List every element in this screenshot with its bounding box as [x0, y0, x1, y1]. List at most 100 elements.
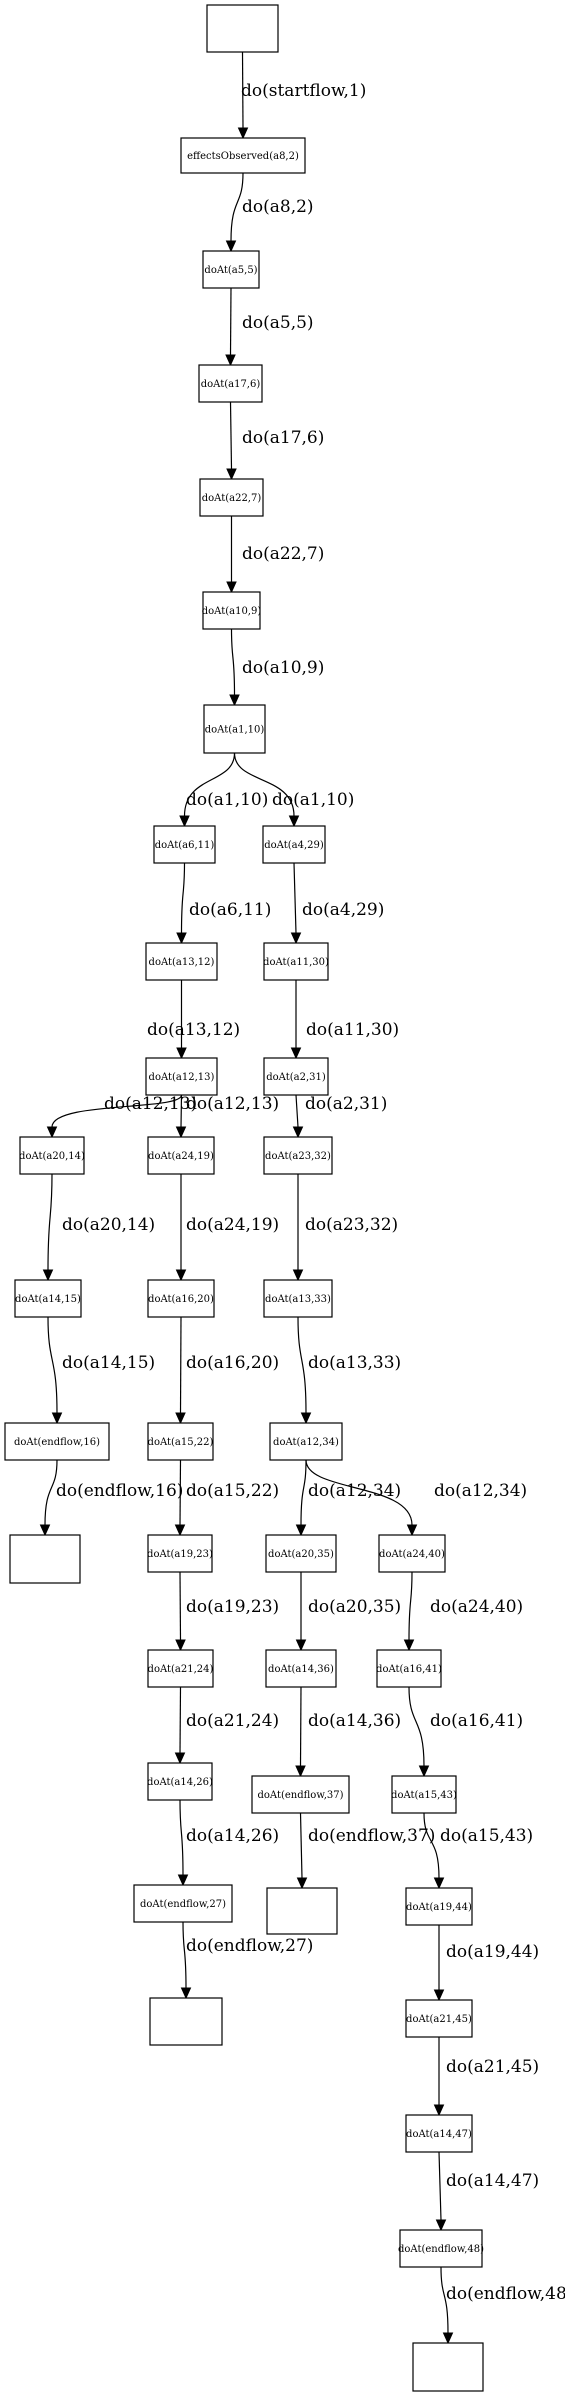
node: doAt(endflow,37) [251, 1775, 350, 1814]
edge-line [182, 1921, 187, 1989]
edge: do(a15,22) [174, 1459, 279, 1537]
arrowhead [296, 1877, 308, 1890]
node-label: doAt(a2,31) [266, 1072, 326, 1083]
node-box [145, 942, 218, 981]
node: doAt(endflow,16) [4, 1422, 110, 1461]
edge-line [183, 752, 236, 817]
arrowhead [403, 1639, 415, 1652]
node-box [153, 825, 216, 864]
edge-label: do(a15,22) [186, 1481, 279, 1501]
node: doAt(a19,23) [147, 1534, 213, 1573]
edge-line [230, 628, 236, 696]
edge-label: do(a17,6) [242, 428, 324, 448]
edge: do(a20,14) [42, 1173, 155, 1282]
node-box [405, 2114, 473, 2153]
edge: do(a8,2) [225, 172, 314, 253]
node-label: doAt(a11,30) [263, 957, 329, 968]
node-label: doAt(a6,11) [155, 840, 215, 851]
edge-line [47, 1173, 53, 1271]
node: doAt(endflow,27) [133, 1884, 233, 1923]
edge-label: do(a14,15) [62, 1353, 155, 1373]
node-label: doAt(a16,41) [376, 1664, 442, 1675]
edge-line [233, 752, 295, 817]
node-box [378, 1534, 446, 1573]
node [149, 1997, 223, 2046]
edge: do(a15,43) [423, 1812, 533, 1890]
arrowhead [295, 1639, 307, 1652]
edge-line [179, 1799, 184, 1876]
edge: do(a22,7) [226, 516, 324, 594]
arrowhead [433, 1989, 445, 2002]
node-label: doAt(a15,22) [148, 1437, 214, 1448]
edge-line [408, 1571, 413, 1641]
arrowhead [295, 1524, 307, 1537]
edge-line [44, 1459, 58, 1526]
edge: do(endflow,37) [296, 1812, 435, 1890]
edge-label: do(a23,32) [305, 1215, 398, 1235]
node: doAt(a21,45) [405, 1999, 473, 2038]
node-label: doAt(a20,14) [19, 1151, 85, 1162]
node-label: doAt(endflow,16) [14, 1437, 100, 1448]
edge-label: do(a12,34) [308, 1481, 401, 1501]
arrowhead [433, 2104, 445, 2117]
edge-line [47, 1316, 58, 1414]
node-label: doAt(a22,7) [202, 493, 262, 504]
node-box [376, 1649, 442, 1688]
node: doAt(a21,24) [147, 1649, 214, 1688]
node-label: doAt(a20,35) [268, 1549, 334, 1560]
node-box [180, 137, 306, 174]
node: doAt(a13,12) [145, 942, 218, 981]
node-box [147, 1136, 215, 1175]
node-box [147, 1534, 213, 1573]
edge: do(a12,13) [175, 1094, 279, 1139]
node-label: doAt(endflow,27) [140, 1899, 226, 1910]
edge-label: do(a12,34) [434, 1481, 527, 1501]
node-box [399, 2229, 483, 2268]
arrowhead [39, 1524, 51, 1537]
edge: do(a21,24) [174, 1686, 279, 1765]
node-box [133, 1884, 233, 1923]
edge: do(endflow,27) [180, 1921, 313, 2000]
node: doAt(a11,30) [263, 942, 329, 981]
arrowhead [442, 2332, 454, 2345]
node: doAt(a22,7) [199, 478, 264, 517]
edge-line [440, 2266, 449, 2334]
edge: do(a16,41) [408, 1686, 523, 1778]
arrowhead [175, 1269, 187, 1282]
node-label: doAt(a14,47) [406, 2129, 472, 2140]
edge-line [180, 862, 186, 934]
edge-line [180, 1094, 183, 1128]
node: doAt(a6,11) [153, 825, 216, 864]
edge: do(a11,30) [290, 980, 399, 1060]
node-label: doAt(a24,40) [379, 1549, 445, 1560]
edge: do(a14,36) [295, 1686, 401, 1778]
node-box [206, 4, 279, 53]
edge-label: do(endflow,37) [308, 1826, 435, 1846]
node-label: doAt(a17,6) [201, 379, 261, 390]
edge: do(a5,5) [225, 287, 314, 367]
edge-line [230, 172, 244, 242]
node: doAt(a15,43) [391, 1775, 457, 1814]
node [412, 2342, 484, 2392]
edge-label: do(a15,43) [440, 1826, 533, 1846]
node-box [263, 1136, 333, 1175]
nodes-layer: effectsObserved(a8,2)doAt(a5,5)doAt(a17,… [4, 4, 484, 2392]
node-label: doAt(a19,23) [147, 1549, 213, 1560]
edge: do(a21,45) [433, 2037, 539, 2117]
node-label: doAt(a4,29) [264, 840, 324, 851]
node-box [412, 2342, 484, 2392]
arrowhead [292, 1269, 304, 1282]
edge-label: do(a1,10) [272, 790, 354, 810]
node: doAt(a14,47) [405, 2114, 473, 2153]
node-box [265, 1649, 337, 1688]
node-label: doAt(a21,45) [406, 2014, 472, 2025]
arrowhead [237, 127, 249, 140]
edge-label: do(a16,41) [430, 1711, 523, 1731]
arrowhead [176, 932, 187, 945]
arrowhead [225, 240, 237, 253]
edge-line [51, 1094, 183, 1128]
edge-label: do(a10,9) [242, 658, 324, 678]
edge: do(a13,33) [297, 1316, 401, 1425]
edge: do(a24,40) [403, 1571, 523, 1652]
edge-line [297, 1316, 307, 1414]
